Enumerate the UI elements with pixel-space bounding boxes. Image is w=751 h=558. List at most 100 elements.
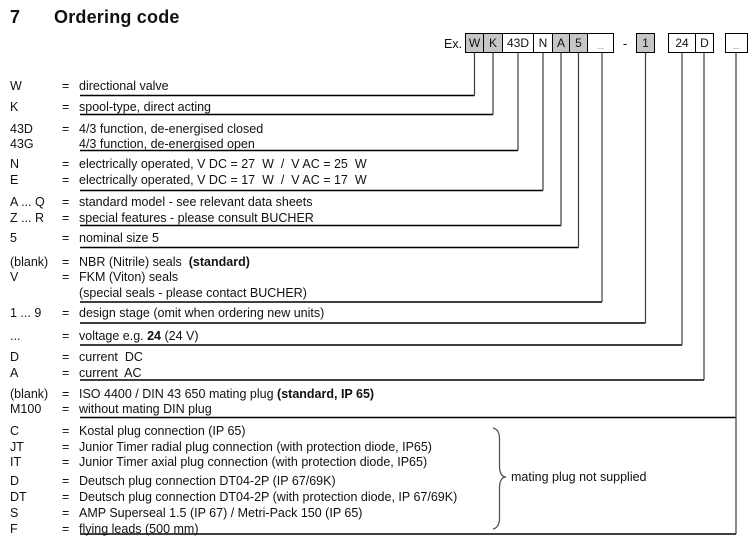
code-row: JT=Junior Timer radial plug connection (…: [10, 440, 432, 455]
row-code: 43G: [10, 137, 34, 151]
code-row: V=FKM (Viton) seals: [10, 270, 178, 285]
code-box-label: W: [468, 36, 481, 50]
row-description: without mating DIN plug: [79, 402, 212, 416]
equals-sign: =: [62, 100, 70, 114]
equals-sign: =: [62, 387, 70, 401]
code-row: A ... Q=standard model - see relevant da…: [10, 195, 312, 210]
code-box-43D: 43D: [502, 33, 534, 53]
ordering-code-box-design-stage: 1: [636, 33, 655, 53]
code-row: DT=Deutsch plug connection DT04-2P (with…: [10, 490, 457, 505]
code-box-24: 24: [668, 33, 696, 53]
code-row: W=directional valve: [10, 79, 169, 94]
row-code: M100: [10, 402, 42, 416]
row-code: DT: [10, 490, 27, 504]
code-box-label: N: [538, 36, 548, 50]
code-row: D=Deutsch plug connection DT04-2P (IP 67…: [10, 474, 336, 489]
row-code: K: [10, 100, 19, 114]
code-row: E = electrically operated, V DC = 17 W / V…: [10, 173, 367, 188]
code-box-plug-blank: _: [725, 33, 748, 53]
ordering-code-box-plug-blank: _: [725, 33, 748, 53]
row-code: (blank): [10, 255, 49, 269]
equals-sign: =: [62, 211, 70, 225]
code-box-N: N: [533, 33, 553, 53]
row-description: special features - please consult BUCHER: [79, 211, 314, 225]
row-description: NBR (Nitrile) seals (standard): [79, 255, 250, 269]
row-description: electrically operated, V DC = 17 W / V A…: [79, 173, 367, 187]
row-code: IT: [10, 455, 22, 469]
row-code: S: [10, 506, 19, 520]
code-row: 43D = 4/3 function, de-energised closed: [10, 122, 263, 137]
code-row: C = Kostal plug connection (IP 65): [10, 424, 246, 439]
row-description: Kostal plug connection (IP 65): [79, 424, 246, 438]
code-row: Z ... R = special features - please consul…: [10, 211, 314, 226]
code-row: S=AMP Superseal 1.5 (IP 67) / Metri-Pack…: [10, 506, 362, 521]
code-row: (special seals - please contact BUCHER): [10, 286, 307, 301]
code-row: 5=nominal size 5: [10, 231, 159, 246]
equals-sign: =: [62, 522, 70, 536]
row-code: 43D: [10, 122, 33, 136]
code-box-label: 43D: [506, 36, 529, 50]
row-code: JT: [10, 440, 24, 454]
vertical-line-group: [473, 53, 737, 534]
code-row: IT = Junior Timer axial plug connection (w…: [10, 455, 427, 470]
code-row: (blank)=NBR (Nitrile) seals (standard): [10, 255, 250, 270]
row-description: ISO 4400 / DIN 43 650 mating plug (stand…: [79, 387, 375, 401]
row-description: Junior Timer axial plug connection (with…: [79, 455, 428, 469]
code-box-label: _: [733, 36, 740, 50]
equals-sign: =: [62, 306, 70, 320]
code-box-seals-blank: _: [587, 33, 614, 53]
equals-sign: =: [62, 424, 70, 438]
equals-sign: =: [62, 270, 70, 284]
row-description: voltage e.g. 24 (24 V): [79, 329, 199, 343]
code-row: D=current DC: [10, 350, 143, 365]
row-description: 4/3 function, de-energised closed: [79, 122, 264, 136]
row-code: 1 ... 9: [10, 306, 42, 320]
brace: [492, 427, 507, 530]
code-row: 1 ... 9 = design stage (omit when ordering…: [10, 306, 324, 321]
row-code: F: [10, 522, 18, 536]
row-code: (blank): [10, 387, 49, 401]
row-description: current AC: [79, 366, 142, 380]
code-row: F = flying leads (500 mm): [10, 522, 199, 537]
row-description: Junior Timer radial plug connection (wit…: [79, 440, 432, 454]
code-row: (blank) = ISO 4400 / DIN 43 650 mating plu…: [10, 387, 374, 402]
code-box-label: A: [556, 36, 565, 50]
row-description: spool-type, direct acting: [79, 100, 212, 114]
row-description: flying leads (500 mm): [79, 522, 199, 536]
equals-sign: =: [62, 122, 70, 136]
equals-sign: =: [62, 350, 70, 364]
row-code: V: [10, 270, 19, 284]
row-description: (special seals - please contact BUCHER): [79, 286, 307, 300]
row-code: A: [10, 366, 19, 380]
equals-sign: =: [62, 366, 70, 380]
code-row: K = spool-type, direct acting: [10, 100, 211, 115]
row-code: C: [10, 424, 20, 438]
equals-sign: =: [62, 490, 70, 504]
section-number: 7: [10, 7, 21, 27]
row-description: current DC: [79, 350, 143, 364]
row-description: electrically operated, V DC = 27 W / V A…: [79, 157, 367, 171]
equals-sign: =: [62, 157, 70, 171]
row-description: design stage (omit when ordering new uni…: [79, 306, 325, 320]
equals-sign: =: [62, 79, 70, 93]
equals-sign: =: [62, 402, 70, 416]
example-label: Ex.: [444, 37, 463, 51]
code-box-label: D: [700, 36, 709, 50]
equals-sign: =: [62, 173, 70, 187]
row-code: D: [10, 474, 20, 488]
row-code: Z ... R: [10, 211, 45, 225]
code-box-label: 1: [642, 36, 649, 50]
equals-sign: =: [62, 455, 70, 469]
row-code: E: [10, 173, 19, 187]
code-row: N=electrically operated, V DC = 27 W / V…: [10, 157, 367, 172]
row-code: A ... Q: [10, 195, 45, 209]
row-description: directional valve: [79, 79, 169, 93]
brace-note: mating plug not supplied: [511, 470, 647, 484]
code-box-K: K: [483, 33, 503, 53]
row-description: nominal size 5: [79, 231, 159, 245]
code-box-label: 24: [675, 36, 689, 50]
row-code: 5: [10, 231, 17, 245]
